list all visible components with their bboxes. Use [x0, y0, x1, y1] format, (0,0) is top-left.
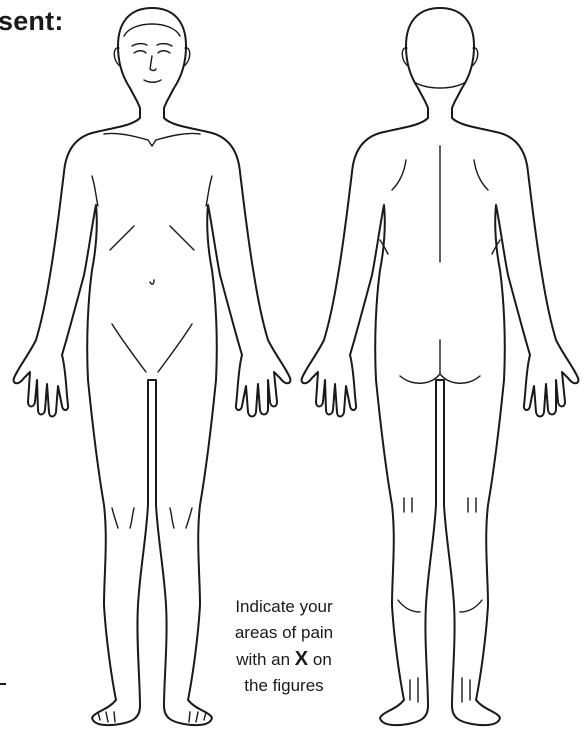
instructions-note: Indicate your areas of pain with an X on…: [212, 594, 356, 699]
instructions-line-3: with an X on: [212, 646, 356, 673]
instructions-line-4: the figures: [212, 673, 356, 699]
instructions-line-2: areas of pain: [212, 620, 356, 646]
instructions-line-3-before: with an: [236, 650, 290, 669]
form-line-fragment: [0, 683, 6, 685]
x-mark: X: [295, 648, 308, 670]
instructions-line-1: Indicate your: [212, 594, 356, 620]
instructions-line-3-after: on: [313, 650, 332, 669]
